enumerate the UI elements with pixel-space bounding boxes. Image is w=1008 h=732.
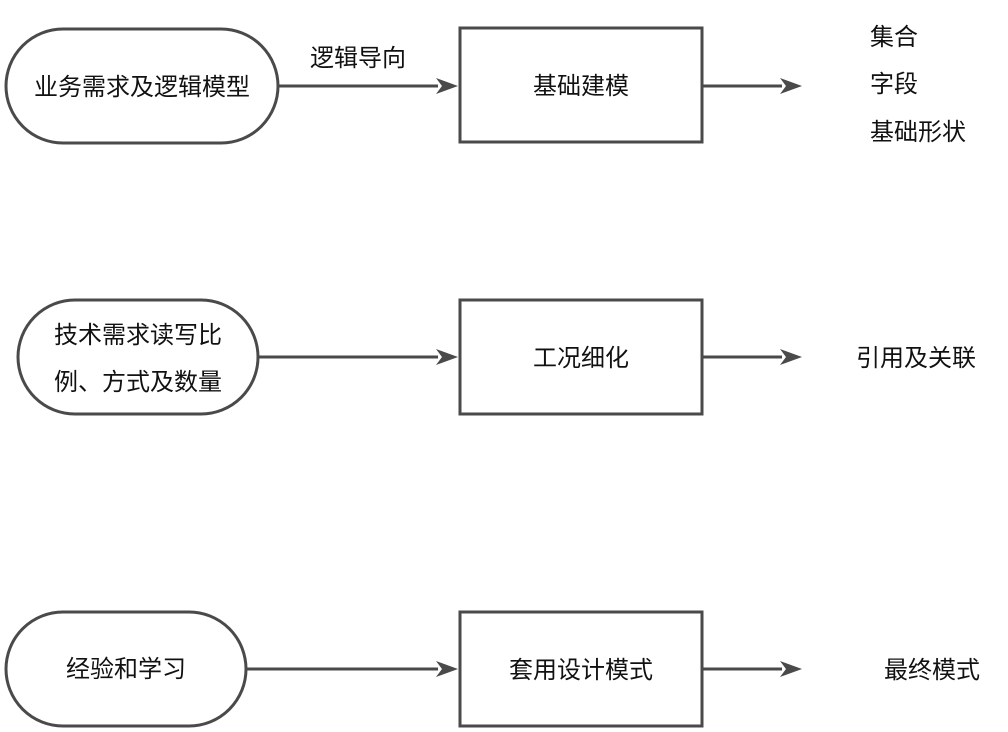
output-1-item-1: 集合 [870,23,918,51]
edge-1a-label: 逻辑导向 [310,44,406,72]
step-node-1 [458,26,704,144]
output-1-item-3: 基础形状 [870,118,966,146]
edge-2a-arrowhead [436,349,458,365]
row-3: 经验和学习 套用设计模式 最终模式 [4,610,980,728]
source-node-1-label: 业务需求及逻辑模型 [34,73,250,101]
edge-2b-arrowhead [780,349,802,365]
edge-3a-arrowhead [436,661,458,677]
source-node-2-label-line-1: 技术需求读写比 [54,321,222,349]
source-node-2-label-line-2: 例、方式及数量 [54,368,222,396]
step-node-3-label: 套用设计模式 [509,656,653,684]
edge-1a-arrowhead [436,78,458,94]
source-node-2 [16,298,260,416]
output-1-item-2: 字段 [870,70,918,98]
output-2-item-1: 引用及关联 [856,344,976,372]
edge-3b-arrowhead [780,661,802,677]
edge-1b-arrowhead [780,78,802,94]
row-2: 技术需求读写比 例、方式及数量 工况细化 引用及关联 [16,298,976,416]
step-node-1-label: 基础建模 [533,72,629,100]
output-3-item-1: 最终模式 [884,656,980,684]
row-1: 业务需求及逻辑模型 逻辑导向 基础建模 集合 字段 基础形状 [4,23,966,146]
step-node-2-label: 工况细化 [533,344,629,372]
source-node-3-label: 经验和学习 [66,655,186,683]
